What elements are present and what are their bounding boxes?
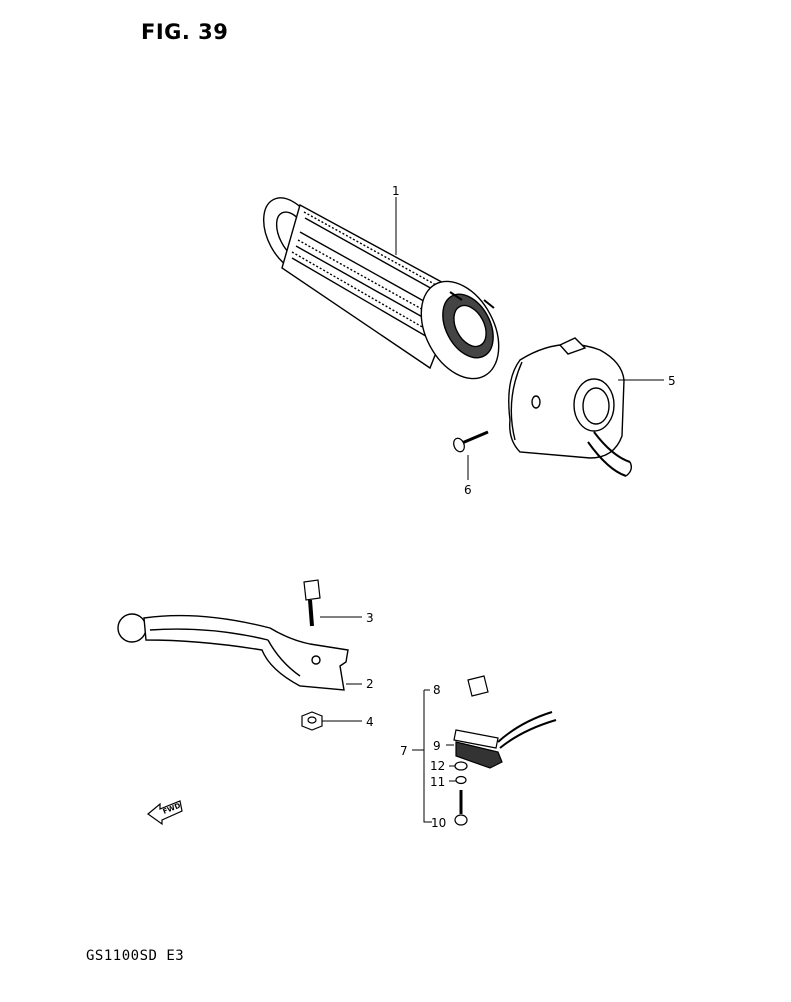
- callout-7: 7: [400, 744, 408, 758]
- callout-8: 8: [433, 683, 441, 697]
- callout-1: 1: [392, 184, 400, 198]
- callout-6: 6: [464, 483, 472, 497]
- callout-12: 12: [430, 759, 445, 773]
- switch-housing-illustration: [508, 337, 633, 477]
- switch-parts-illustration: [453, 675, 557, 826]
- screw-illustration: [453, 430, 489, 453]
- callout-3: 3: [366, 611, 374, 625]
- callout-2: 2: [366, 677, 374, 691]
- grip-illustration: [262, 197, 500, 380]
- lever-illustration: [117, 613, 349, 691]
- figure-title: FIG. 39: [141, 20, 229, 44]
- nut-illustration: [301, 711, 323, 731]
- callout-5: 5: [668, 374, 676, 388]
- leader-7-bracket: [423, 690, 432, 823]
- callout-11: 11: [430, 775, 445, 789]
- callout-10: 10: [431, 816, 446, 830]
- model-code: GS1100SD E3: [86, 948, 185, 964]
- callouts: 1 2 3 4 5 6 7 8 9 10 11 12: [366, 184, 676, 830]
- callout-9: 9: [433, 739, 441, 753]
- fwd-arrow-icon: FWD: [147, 800, 183, 826]
- callout-4: 4: [366, 715, 374, 729]
- leader-lines: [320, 197, 664, 823]
- bolt-illustration: [303, 579, 321, 627]
